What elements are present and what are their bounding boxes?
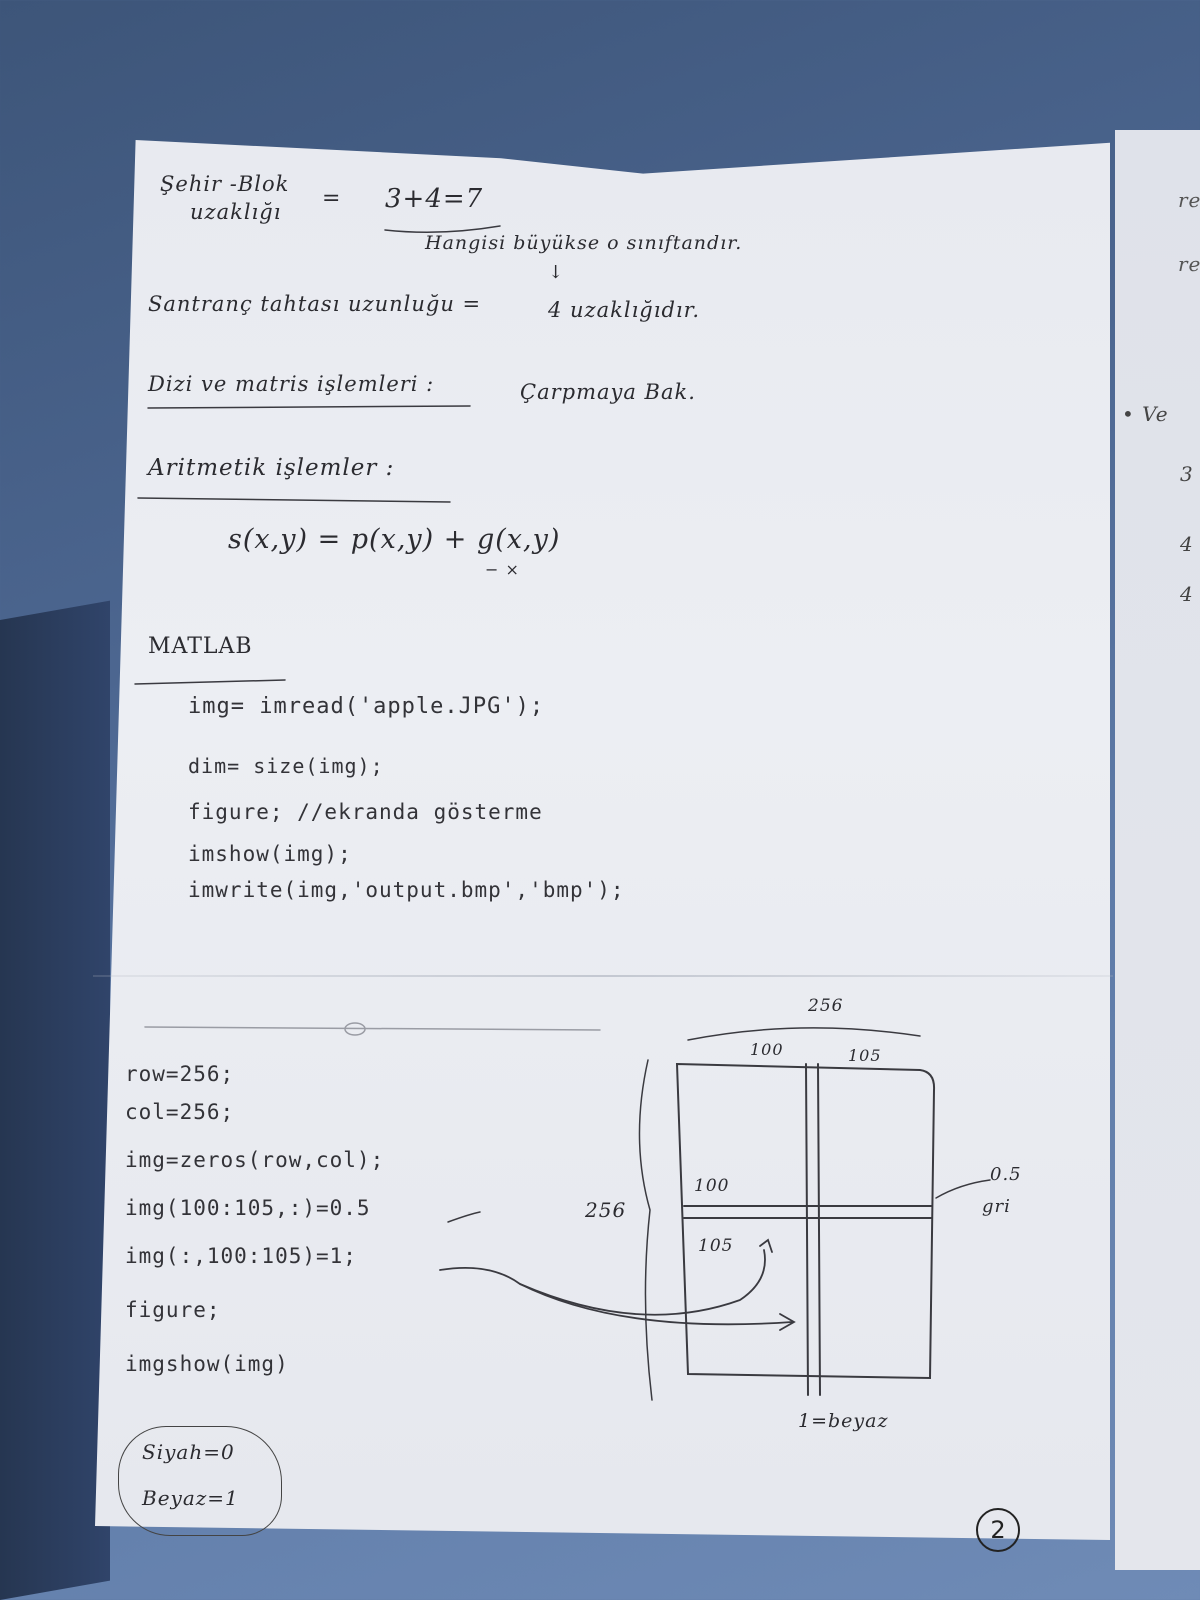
diagram-row105: 105 (698, 1236, 734, 1256)
arrow-to-white-col (519, 1283, 793, 1326)
next-page-fragment: • Ve (1122, 402, 1169, 426)
code1-line: figure; //ekranda gösterme (188, 800, 543, 824)
underline-dizi (147, 405, 471, 409)
note-hangisi: Hangisi büyükse o sınıftandır. (425, 232, 743, 254)
code2-line: img(100:105,:)=0.5 (125, 1196, 371, 1220)
note-equals: = (322, 186, 342, 211)
arrow-head-white (779, 1313, 796, 1331)
note-uzakligi: uzaklığı (190, 200, 282, 224)
arrow-to-gray-row (439, 1249, 766, 1316)
note-santranc-value: 4 uzaklığıdır. (548, 298, 701, 322)
next-page-fragment: 4 (1180, 532, 1194, 556)
code2-line: figure; (125, 1298, 221, 1322)
next-page-fragment: re (1178, 252, 1200, 276)
box-line-siyah: Siyah=0 (142, 1440, 235, 1464)
next-page-fragment: 3 (1180, 462, 1194, 486)
formula-operators: − × (485, 560, 520, 579)
diagram-width-label: 256 (808, 996, 844, 1016)
note-arrow: ↓ (548, 262, 565, 283)
note-aritmetik: Aritmetik işlemler : (148, 455, 395, 481)
separator-knot (344, 1022, 366, 1036)
code2-line: col=256; (125, 1100, 235, 1124)
code2-line: img=zeros(row,col); (125, 1148, 385, 1172)
code1-line: dim= size(img); (188, 754, 384, 778)
arrow-head-gray (759, 1238, 773, 1253)
code1-line: imshow(img); (188, 842, 352, 866)
code1-line: imwrite(img,'output.bmp','bmp'); (188, 878, 625, 902)
width-brace (687, 1027, 921, 1041)
diagram-row100: 100 (694, 1176, 730, 1196)
diagram-col100: 100 (750, 1040, 784, 1059)
underline-aritmetik (137, 497, 451, 503)
diagram-gray-value: 0.5 (990, 1164, 1022, 1185)
vertical-band-left (805, 1063, 809, 1396)
underline-matlab (134, 679, 286, 685)
formula: s(x,y) = p(x,y) + g(x,y) (228, 524, 561, 555)
separator-line (144, 1026, 601, 1031)
vertical-band-right (817, 1063, 821, 1396)
next-page-fragment: re (1178, 188, 1200, 212)
code2-line: row=256; (125, 1062, 235, 1086)
height-brace (638, 1059, 653, 1401)
leader-code-gray (447, 1211, 481, 1223)
summary-box (118, 1426, 282, 1536)
code2-line: imgshow(img) (125, 1352, 289, 1376)
paper-fold (93, 975, 1113, 977)
underline-value (384, 225, 501, 233)
page-number: 2 (976, 1508, 1020, 1552)
code2-line: img(:,100:105)=1; (125, 1244, 357, 1268)
note-carpma: Çarpmaya Bak. (520, 380, 696, 404)
diagram-height-label: 256 (585, 1198, 627, 1222)
next-page-fragment: 4 (1180, 582, 1194, 606)
diagram-gray-label: gri (982, 1196, 1011, 1217)
next-page-edge (1115, 130, 1200, 1570)
note-sehir-blok: Şehir -Blok (160, 172, 290, 196)
code1-line: img= imread('apple.JPG'); (188, 694, 545, 719)
grid-box (675, 1062, 936, 1380)
note-santranc: Santranç tahtası uzunluğu = (148, 292, 482, 316)
box-line-beyaz: Beyaz=1 (142, 1486, 239, 1510)
note-distance-value: 3+4=7 (385, 184, 484, 214)
matlab-title: MATLAB (148, 634, 253, 659)
leader-gray (935, 1179, 991, 1199)
diagram-col105: 105 (848, 1046, 882, 1065)
diagram-white-label: 1=beyaz (798, 1410, 889, 1432)
note-dizi-matris: Dizi ve matris işlemleri : (148, 372, 435, 396)
notebook-page (95, 140, 1110, 1540)
